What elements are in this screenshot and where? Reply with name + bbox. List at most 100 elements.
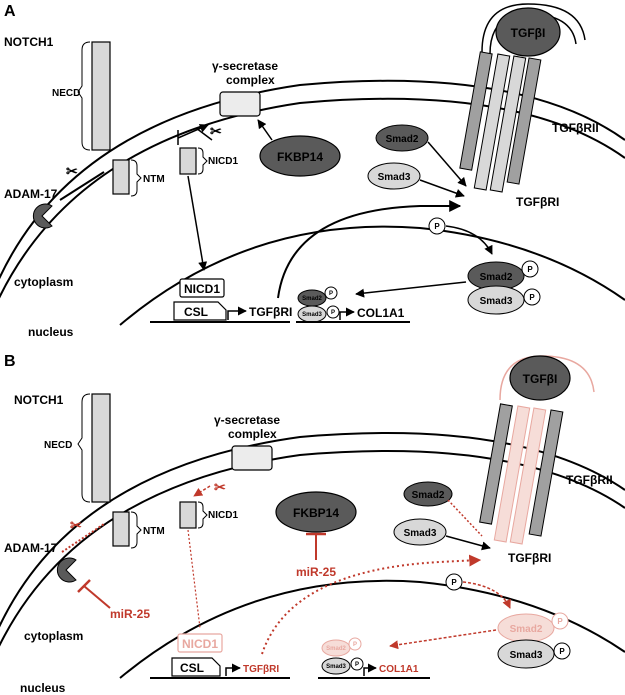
col1a1-label-b: COL1A1 — [379, 664, 419, 675]
necd-label: NECD — [52, 88, 80, 99]
ntm-bracket — [130, 159, 142, 197]
tgfb-receptors — [459, 51, 542, 193]
tgfbi-label-b: TGFβI — [523, 372, 558, 386]
mir25-label-2: miR-25 — [296, 565, 336, 579]
nuclear-smad3-b — [321, 657, 351, 675]
smad-into-nucleus-arrow — [355, 281, 467, 298]
adam17-enzyme-b — [56, 557, 77, 583]
phospho-smad3-p-label-b: P — [559, 647, 565, 656]
col1a1-label: COL1A1 — [357, 306, 405, 320]
gamma-secretase-complex-b — [231, 445, 273, 471]
tgfb-receptors-b — [479, 403, 564, 545]
cell-membrane-outer-b — [0, 432, 625, 628]
smad3-to-receptor-arrow — [419, 179, 465, 198]
nicd1-to-nucleus-dotted — [187, 529, 201, 629]
cleavage-line — [59, 171, 105, 201]
phospho-smad3-p-label: P — [529, 293, 535, 302]
tgfbi-ligand-b — [509, 355, 571, 401]
phosphate-icon — [428, 217, 446, 235]
cleavage-line-b — [61, 523, 105, 553]
nucleus-label-b: nucleus — [20, 681, 66, 695]
notch1-necd-bar-b — [91, 393, 111, 503]
tgfbri-expression-arrow — [277, 200, 462, 299]
notch1-ntm-bar — [112, 159, 130, 195]
mir25-label-1: miR-25 — [110, 607, 150, 621]
nuclear-smad2-p — [324, 286, 338, 300]
phospho-smad2-label-b: Smad2 — [510, 624, 543, 635]
panel-a: A NOTCH1 NECD NTM ✂ ADAM-17 cytoplasm γ-… — [0, 3, 625, 339]
ntm-bracket-b — [130, 511, 142, 549]
necd-bracket — [77, 41, 91, 151]
nuclear-smad2-label-b: Smad2 — [326, 646, 346, 652]
nicd1-nuclear-label-b: NICD1 — [182, 637, 218, 651]
tgfbi-label: TGFβI — [511, 26, 546, 40]
phospho-smad2-label: Smad2 — [480, 272, 513, 283]
gamma-secretase-label-b2: complex — [228, 427, 277, 441]
cleave-arrow-b — [193, 485, 211, 497]
adam17-label: ADAM-17 — [4, 187, 58, 201]
scissors-icon: ✂ — [66, 163, 78, 179]
tgfbri-gene-label-b: TGFβRI — [243, 664, 279, 675]
nuclear-smad3-p-b — [350, 657, 364, 671]
phospho-smad2-p — [521, 260, 539, 278]
adam17-enzyme — [32, 203, 53, 229]
nicd1-bracket-b — [197, 501, 208, 529]
transcription-arrow-b2 — [363, 663, 377, 676]
transcription-arrow-1 — [227, 306, 247, 320]
phospho-smad3-p-b — [553, 642, 571, 660]
transcription-arrow-2 — [339, 307, 355, 320]
smad3-protein — [367, 162, 421, 190]
phospho-smad2-p-label: P — [527, 265, 533, 274]
nicd1-label-b: NICD1 — [208, 510, 238, 521]
phospho-smad3-p — [523, 288, 541, 306]
gamma-secretase-label-1: γ-secretase — [212, 59, 278, 73]
smad3-protein-b — [393, 518, 447, 546]
phospho-smad3-label-b: Smad3 — [510, 650, 543, 661]
nuclear-smad2-p-b — [348, 637, 362, 651]
fkbp14-label-b: FKBP14 — [293, 506, 339, 520]
notch1-necd-bar — [91, 41, 111, 151]
nuclear-smad3-p — [326, 305, 340, 319]
csl-box-b — [171, 657, 221, 677]
fkbp14-label: FKBP14 — [277, 150, 323, 164]
notch1-ntm-bar-b — [112, 511, 130, 547]
receptor-ligand-pocket — [481, 3, 586, 53]
phosphate-icon-b — [445, 573, 463, 591]
cleave-arrow-1 — [177, 124, 209, 139]
nicd1-fragment — [179, 147, 197, 175]
smad3-to-receptor-arrow-b — [445, 535, 491, 551]
nuclear-smad3-p-label: P — [331, 310, 335, 316]
nicd1-nuclear-box — [179, 278, 225, 298]
nuclear-smad3-label-b: Smad3 — [326, 664, 346, 670]
fkbp14-protein-b — [275, 491, 357, 533]
smad-into-nucleus-dotted — [389, 629, 497, 650]
ntm-label-b: NTM — [143, 526, 165, 537]
cleave-line-2 — [195, 127, 213, 141]
csl-label: CSL — [184, 305, 208, 319]
gamma-secretase-label-2: complex — [226, 73, 275, 87]
smad2-label-b: Smad2 — [412, 490, 445, 501]
scissors-icon-b: ✂ — [70, 517, 82, 533]
smad2-protein-b — [403, 481, 453, 507]
phospho-smad2-p-b — [551, 612, 569, 630]
scissors-icon-gamma: ✂ — [210, 123, 222, 139]
fkbp14-activation-arrow — [257, 119, 273, 141]
fkbp14-protein — [259, 135, 341, 177]
notch1-label: NOTCH1 — [4, 35, 54, 49]
mir25-inhibition-line-1 — [83, 585, 111, 609]
nicd1-nuclear-box-b — [177, 633, 223, 653]
phosphate-label-b: P — [451, 578, 457, 587]
smad2-label: Smad2 — [386, 134, 419, 145]
tgfbri-expression-dotted — [261, 554, 482, 655]
phospho-smad3-label: Smad3 — [480, 296, 513, 307]
nicd1-fragment-b — [179, 501, 197, 529]
nicd1-nuclear-label: NICD1 — [184, 282, 220, 296]
csl-label-b: CSL — [180, 661, 204, 675]
nuclear-smad2-label: Smad2 — [302, 296, 322, 302]
cytoplasm-label: cytoplasm — [14, 275, 73, 289]
nicd1-label: NICD1 — [208, 156, 238, 167]
mir25-inhibition-bar-1 — [77, 579, 91, 593]
tgfbri-label: TGFβRI — [516, 195, 559, 209]
nicd1-bracket — [197, 147, 208, 175]
phospho-smad2-p-label-b: P — [557, 617, 563, 626]
